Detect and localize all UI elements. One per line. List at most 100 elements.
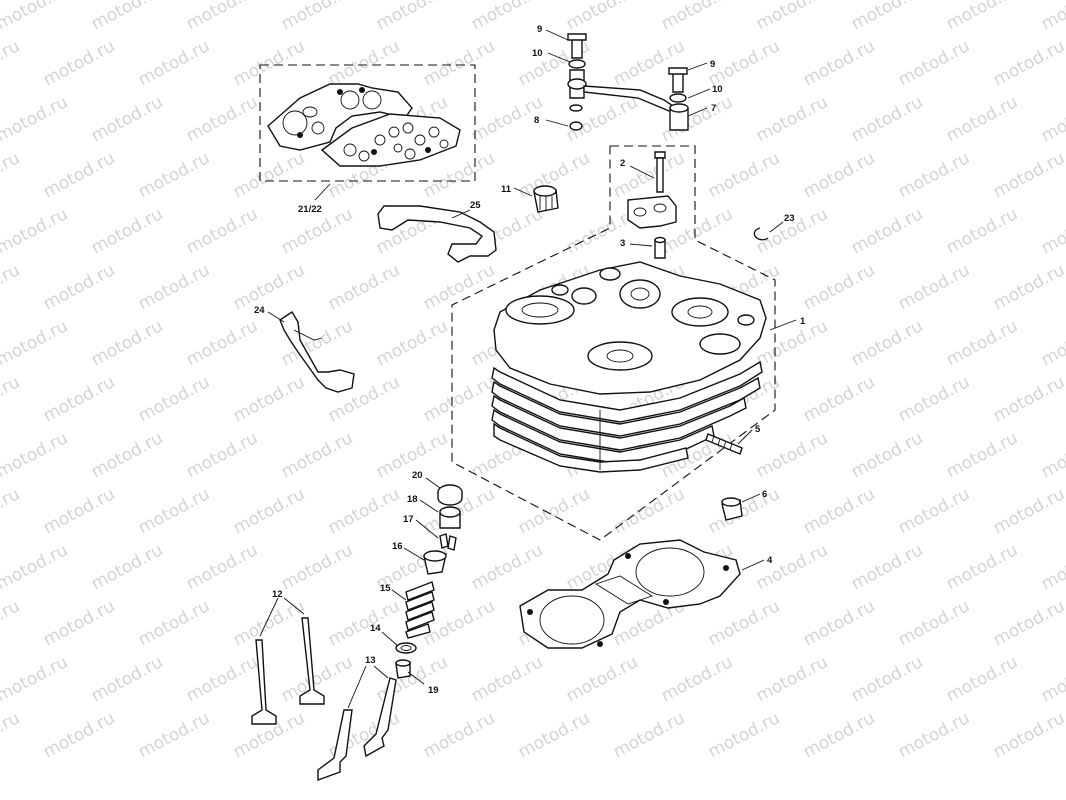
watermark-text: motod.ru	[800, 372, 878, 426]
watermark-text: motod.ru	[943, 428, 1021, 482]
watermark-text: motod.ru	[895, 596, 973, 650]
watermark-text: motod.ru	[800, 148, 878, 202]
watermark-text: motod.ru	[943, 652, 1021, 706]
watermark-text: motod.ru	[800, 596, 878, 650]
callout-10a: 10	[532, 48, 543, 59]
watermark-text: motod.ru	[563, 92, 641, 146]
watermark-text: motod.ru	[848, 0, 926, 34]
watermark-text: motod.ru	[753, 92, 831, 146]
watermark-text: motod.ru	[0, 540, 71, 594]
callout-2: 2	[620, 158, 625, 169]
watermark-text: motod.ru	[0, 652, 71, 706]
watermark-text: motod.ru	[610, 484, 688, 538]
watermark-text: motod.ru	[468, 540, 546, 594]
watermark-text: motod.ru	[0, 484, 23, 538]
callout-5: 5	[755, 424, 761, 435]
watermark-text: motod.ru	[40, 596, 118, 650]
watermark-text: motod.ru	[0, 204, 71, 258]
watermark-text: motod.ru	[895, 708, 973, 762]
watermark-text: motod.ru	[40, 36, 118, 90]
watermark-text: motod.ru	[1038, 316, 1066, 370]
watermark-text: motod.ru	[0, 708, 23, 762]
head-gasket-part-4[interactable]	[519, 539, 765, 649]
gasket-part-25[interactable]	[377, 205, 497, 263]
callout-1: 1	[800, 316, 806, 327]
watermark-text: motod.ru	[800, 36, 878, 90]
callout-8: 8	[534, 115, 539, 126]
callout-20: 20	[412, 470, 423, 481]
watermark-text: motod.ru	[610, 708, 688, 762]
watermark-text: motod.ru	[753, 540, 831, 594]
watermark-text: motod.ru	[990, 596, 1066, 650]
watermark-text: motod.ru	[183, 204, 261, 258]
watermark-text: motod.ru	[0, 316, 71, 370]
watermark-text: motod.ru	[0, 36, 23, 90]
watermark-text: motod.ru	[943, 0, 1021, 34]
watermark-text: motod.ru	[88, 540, 166, 594]
stud-part-5[interactable]	[705, 429, 753, 455]
watermark-text: motod.ru	[658, 0, 736, 34]
watermark-text: motod.ru	[990, 708, 1066, 762]
watermark-text: motod.ru	[420, 260, 498, 314]
callout-13: 13	[365, 655, 376, 666]
rocker-bracket-group[interactable]	[451, 145, 776, 541]
circlip-part-23[interactable]	[753, 221, 784, 241]
watermark-text: motod.ru	[183, 92, 261, 146]
watermark-text: motod.ru	[800, 708, 878, 762]
callout-9a: 9	[537, 24, 542, 35]
callout-23: 23	[784, 213, 795, 224]
watermark-text: motod.ru	[183, 316, 261, 370]
watermark-text: motod.ru	[705, 708, 783, 762]
cylinder-head-part-1[interactable]	[491, 261, 767, 473]
watermark-text: motod.ru	[183, 0, 261, 34]
valves-group[interactable]	[251, 597, 397, 781]
watermark-text: motod.ru	[943, 92, 1021, 146]
watermark-text: motod.ru	[848, 92, 926, 146]
callout-21-22: 21/22	[298, 204, 322, 215]
watermark-text: motod.ru	[943, 540, 1021, 594]
watermark-text: motod.ru	[990, 484, 1066, 538]
watermark-text: motod.ru	[88, 92, 166, 146]
watermark-text: motod.ru	[0, 428, 71, 482]
watermark-text: motod.ru	[135, 372, 213, 426]
gasket-part-24[interactable]	[267, 311, 355, 393]
watermark-text: motod.ru	[88, 652, 166, 706]
dowel-part-6[interactable]	[721, 493, 761, 521]
callout-10b: 10	[712, 84, 723, 95]
watermark-text: motod.ru	[88, 428, 166, 482]
callout-15: 15	[380, 583, 391, 594]
watermark-text: motod.ru	[230, 260, 308, 314]
callout-18: 18	[407, 494, 418, 505]
watermark-text: motod.ru	[0, 148, 23, 202]
watermark-text: motod.ru	[848, 540, 926, 594]
callout-4: 4	[767, 555, 773, 566]
watermark-text: motod.ru	[0, 260, 23, 314]
watermark-text: motod.ru	[88, 204, 166, 258]
watermark-text: motod.ru	[800, 260, 878, 314]
callout-24: 24	[254, 305, 265, 316]
watermark-text: motod.ru	[990, 260, 1066, 314]
watermark-text: motod.ru	[0, 0, 71, 34]
watermark-text: motod.ru	[40, 484, 118, 538]
watermark-text: motod.ru	[848, 652, 926, 706]
callout-11: 11	[501, 184, 512, 195]
watermark-text: motod.ru	[40, 148, 118, 202]
watermark-text: motod.ru	[563, 652, 641, 706]
gasket-set-group[interactable]	[259, 64, 476, 201]
callout-14: 14	[370, 623, 381, 634]
watermark-text: motod.ru	[848, 316, 926, 370]
watermark-text: motod.ru	[135, 260, 213, 314]
watermark-text: motod.ru	[0, 372, 23, 426]
watermark-text: motod.ru	[895, 36, 973, 90]
watermark-text: motod.ru	[420, 148, 498, 202]
valve-train-group[interactable]	[381, 477, 463, 685]
oil-pipe-assembly[interactable]	[545, 29, 711, 131]
watermark-text: motod.ru	[705, 148, 783, 202]
watermark-text: motod.ru	[1038, 0, 1066, 34]
watermark-text: motod.ru	[40, 260, 118, 314]
watermark-text: motod.ru	[135, 596, 213, 650]
nut-part-11[interactable]	[513, 185, 559, 213]
watermark-text: motod.ru	[420, 372, 498, 426]
callout-17: 17	[403, 514, 414, 525]
